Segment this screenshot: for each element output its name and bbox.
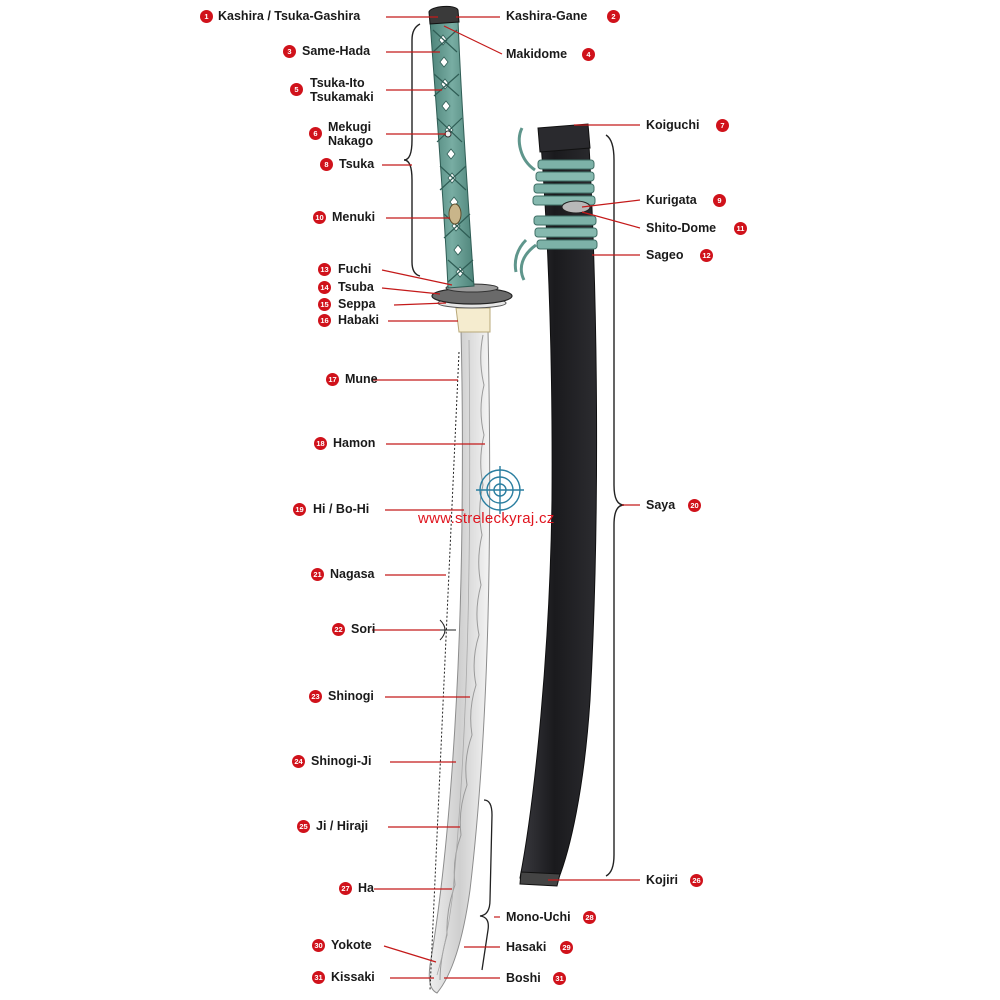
shinogi-line (436, 339, 471, 976)
kashira (428, 5, 460, 25)
label-sageo: Sageo (646, 248, 684, 262)
watermark-text: www.streleckyraj.cz (418, 510, 555, 527)
callout-badge: 19 (293, 503, 306, 516)
kojiri-cap (519, 871, 561, 887)
callout-badge: 9 (713, 194, 726, 207)
mono-uchi-bracket (479, 799, 493, 971)
callout-badge: 10 (313, 211, 326, 224)
leader-lines-left (372, 16, 485, 979)
label-ha: Ha (358, 881, 374, 895)
callout-badge: 3 (283, 45, 296, 58)
callout-badge: 28 (583, 911, 596, 924)
label-mono-uchi: Mono-Uchi (506, 910, 571, 924)
label-nagasa: Nagasa (330, 567, 375, 581)
label-yokote: Yokote (331, 938, 372, 952)
callout-badge: 27 (339, 882, 352, 895)
label-tsuka: Tsuka (339, 157, 375, 171)
label-same-hada: Same-Hada (302, 44, 371, 58)
label-mekugi: Mekugi (328, 120, 372, 134)
label-kashira: Kashira / Tsuka-Gashira (218, 9, 361, 23)
callout-badge: 21 (311, 568, 324, 581)
callout-badge: 26 (690, 874, 703, 887)
callout-badge: 15 (318, 298, 331, 311)
saya (513, 123, 625, 887)
callout-badge: 25 (297, 820, 310, 833)
callout-badge: 1 (200, 10, 213, 23)
blade (428, 329, 491, 994)
callout-badge: 8 (320, 158, 333, 171)
label-fuchi: Fuchi (338, 262, 372, 276)
label-hamon: Hamon (333, 436, 376, 450)
label-shinogi: Shinogi (328, 689, 374, 703)
label-kurigata: Kurigata (646, 193, 697, 207)
callout-badge: 18 (314, 437, 327, 450)
label-hi-bo-hi: Hi / Bo-Hi (313, 502, 370, 516)
hamon-line (439, 334, 485, 981)
label-kissaki: Kissaki (331, 970, 375, 984)
label-shito-dome: Shito-Dome (646, 221, 717, 235)
nagasa-line (429, 351, 460, 991)
callout-badge: 7 (716, 119, 729, 132)
callout-badge: 22 (332, 623, 345, 636)
label-nakago: Nakago (328, 134, 374, 148)
callout-badge: 2 (607, 10, 620, 23)
callout-badge: 16 (318, 314, 331, 327)
katana (403, 5, 513, 994)
saya-bracket (605, 134, 625, 877)
callout-badge: 30 (312, 939, 325, 952)
label-tsukamaki: Tsukamaki (310, 90, 374, 104)
tsuka-ito-cross (432, 29, 474, 283)
callout-badge: 20 (688, 499, 701, 512)
leader-lines-right (443, 16, 641, 979)
callout-badge: 13 (318, 263, 331, 276)
callout-badge: 14 (318, 281, 331, 294)
watermark-target-icon (476, 466, 524, 514)
callout-badge: 12 (700, 249, 713, 262)
label-mune: Mune (345, 372, 378, 386)
callout-badge: 31 (553, 972, 566, 985)
tsuka-bracket (403, 23, 421, 277)
callout-badge: 17 (326, 373, 339, 386)
label-kojiri: Kojiri (646, 873, 678, 887)
label-boshi: Boshi (506, 971, 541, 985)
label-habaki: Habaki (338, 313, 379, 327)
label-makidome: Makidome (506, 47, 568, 61)
label-menuki: Menuki (332, 210, 376, 224)
label-tsuka-ito: Tsuka-Ito (310, 76, 365, 90)
kurigata-knob (561, 200, 591, 214)
callout-badge: 24 (292, 755, 305, 768)
label-saya: Saya (646, 498, 676, 512)
label-tsuba: Tsuba (338, 280, 374, 294)
menuki (448, 203, 462, 225)
label-sori: Sori (351, 622, 376, 636)
label-hasaki: Hasaki (506, 940, 547, 954)
callout-badge: 11 (734, 222, 747, 235)
callout-badge: 6 (309, 127, 322, 140)
label-shinogi-ji: Shinogi-Ji (311, 754, 372, 768)
label-kashira-gane: Kashira-Gane (506, 9, 588, 23)
label-seppa: Seppa (338, 297, 376, 311)
callout-badge: 5 (290, 83, 303, 96)
callout-badge: 31 (312, 971, 325, 984)
callout-badge: 23 (309, 690, 322, 703)
callout-badge: 4 (582, 48, 595, 61)
label-ji-hiraji: Ji / Hiraji (316, 819, 369, 833)
habaki (455, 307, 491, 333)
label-koiguchi: Koiguchi (646, 118, 700, 132)
sageo-cord (513, 127, 598, 281)
koiguchi-collar (537, 123, 591, 153)
callout-badge: 29 (560, 941, 573, 954)
